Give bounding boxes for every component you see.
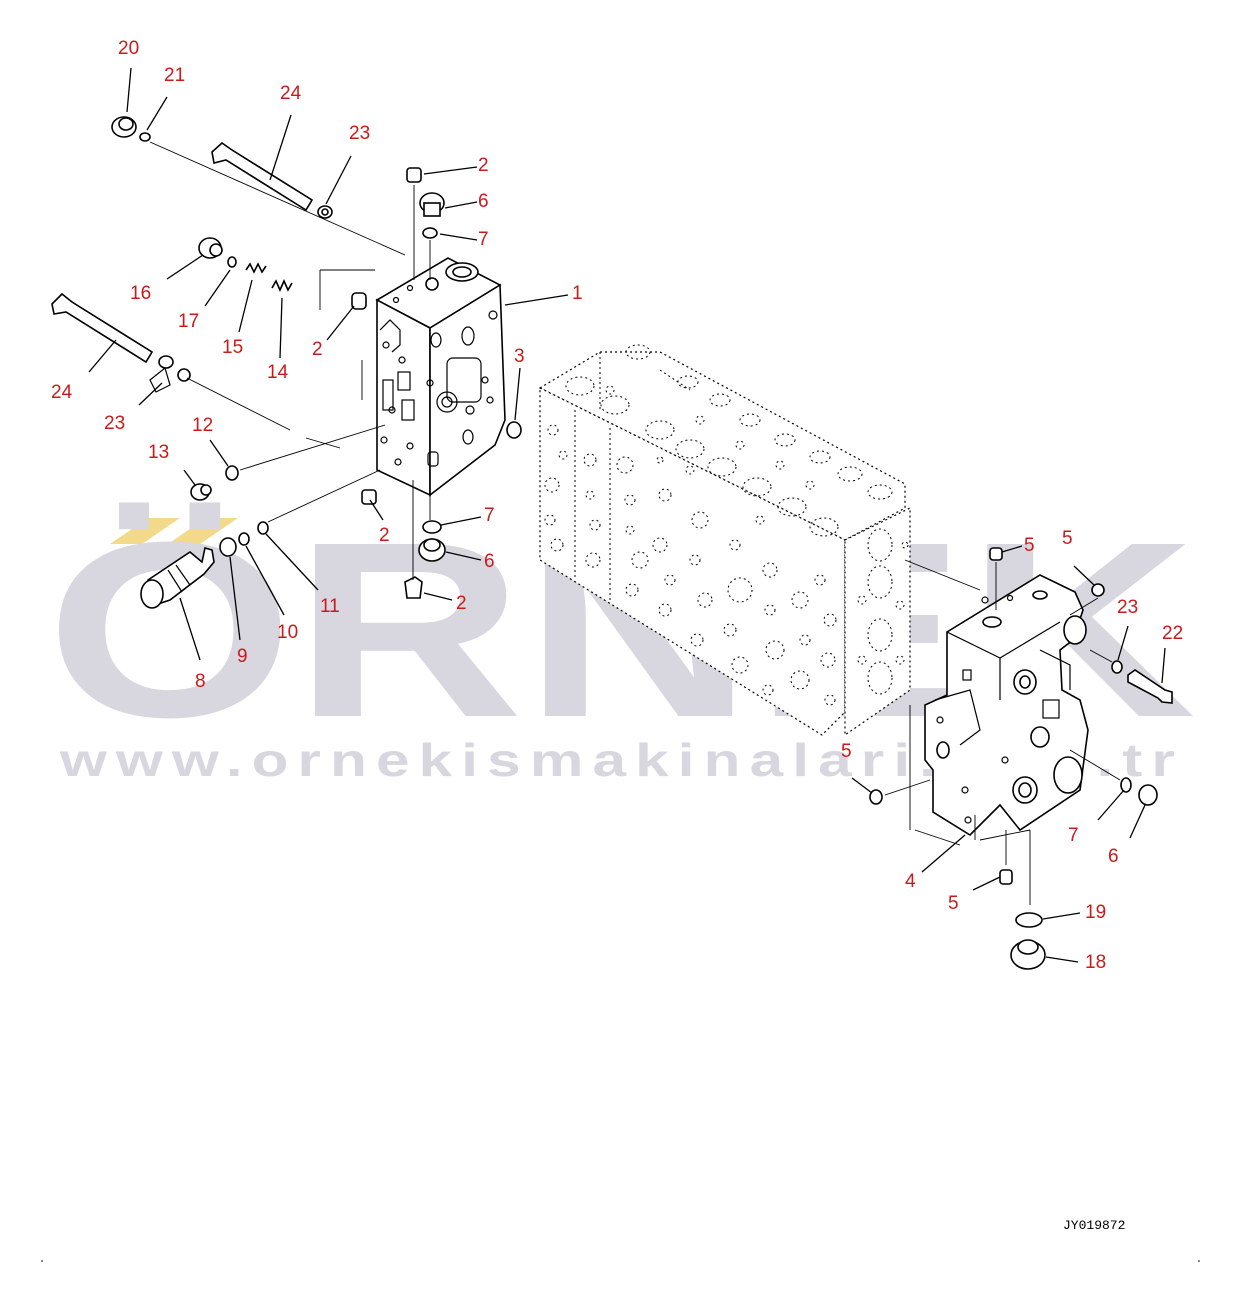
corner-mark [41, 1260, 43, 1262]
callout-label: 6 [1108, 846, 1119, 867]
callout-label: 7 [484, 505, 495, 526]
callout-label: 18 [1085, 952, 1106, 973]
main-valve-body [538, 344, 911, 737]
callout-label: 22 [1162, 623, 1183, 644]
callout-label: 3 [514, 346, 525, 367]
callout-label: 16 [130, 283, 151, 304]
callout-label: 24 [51, 382, 73, 403]
callout-label: 23 [1117, 597, 1138, 618]
callout-label: 6 [484, 551, 495, 572]
callout-label: 5 [841, 741, 852, 762]
right-section-body [924, 574, 1089, 837]
callout-label: 7 [1068, 825, 1079, 846]
callout-label: 2 [478, 155, 489, 176]
callout-label: 5 [1062, 528, 1073, 549]
callout-label: 8 [195, 671, 206, 692]
callout-label: 2 [312, 339, 323, 360]
watermark-umlaut-left [110, 518, 180, 544]
leader-lines [88, 67, 1166, 963]
callout-label: 10 [277, 622, 298, 643]
callout-label: 19 [1085, 902, 1106, 923]
callout-label: 13 [148, 442, 169, 463]
assembly-lines [149, 141, 1121, 905]
corner-mark [1198, 1260, 1200, 1262]
callout-label: 5 [948, 893, 959, 914]
callout-label: 6 [478, 191, 489, 212]
callout-label: 11 [320, 596, 340, 617]
callout-label: 4 [905, 871, 916, 892]
callout-label: 7 [478, 229, 489, 250]
callout-label: 21 [164, 65, 185, 86]
callout-label: 2 [456, 593, 467, 614]
callout-label: 23 [104, 413, 125, 434]
callout-labels: 20 21 24 23 2 6 7 1 16 17 15 14 2 24 23 … [51, 38, 1183, 973]
callout-label: 14 [267, 362, 289, 383]
document-id: JY019872 [1063, 1218, 1125, 1233]
watermark-umlaut-right [168, 518, 238, 544]
small-parts [51, 116, 1173, 970]
callout-label: 24 [280, 83, 302, 104]
callout-label: 1 [572, 283, 583, 304]
callout-label: 5 [1024, 535, 1035, 556]
callout-label: 12 [192, 415, 213, 436]
left-section-body [375, 257, 506, 497]
callout-label: 15 [222, 337, 243, 358]
callout-label: 17 [178, 311, 199, 332]
callout-label: 20 [118, 38, 139, 59]
callout-label: 9 [237, 646, 248, 667]
callout-label: 23 [349, 123, 370, 144]
callout-label: 2 [379, 525, 390, 546]
